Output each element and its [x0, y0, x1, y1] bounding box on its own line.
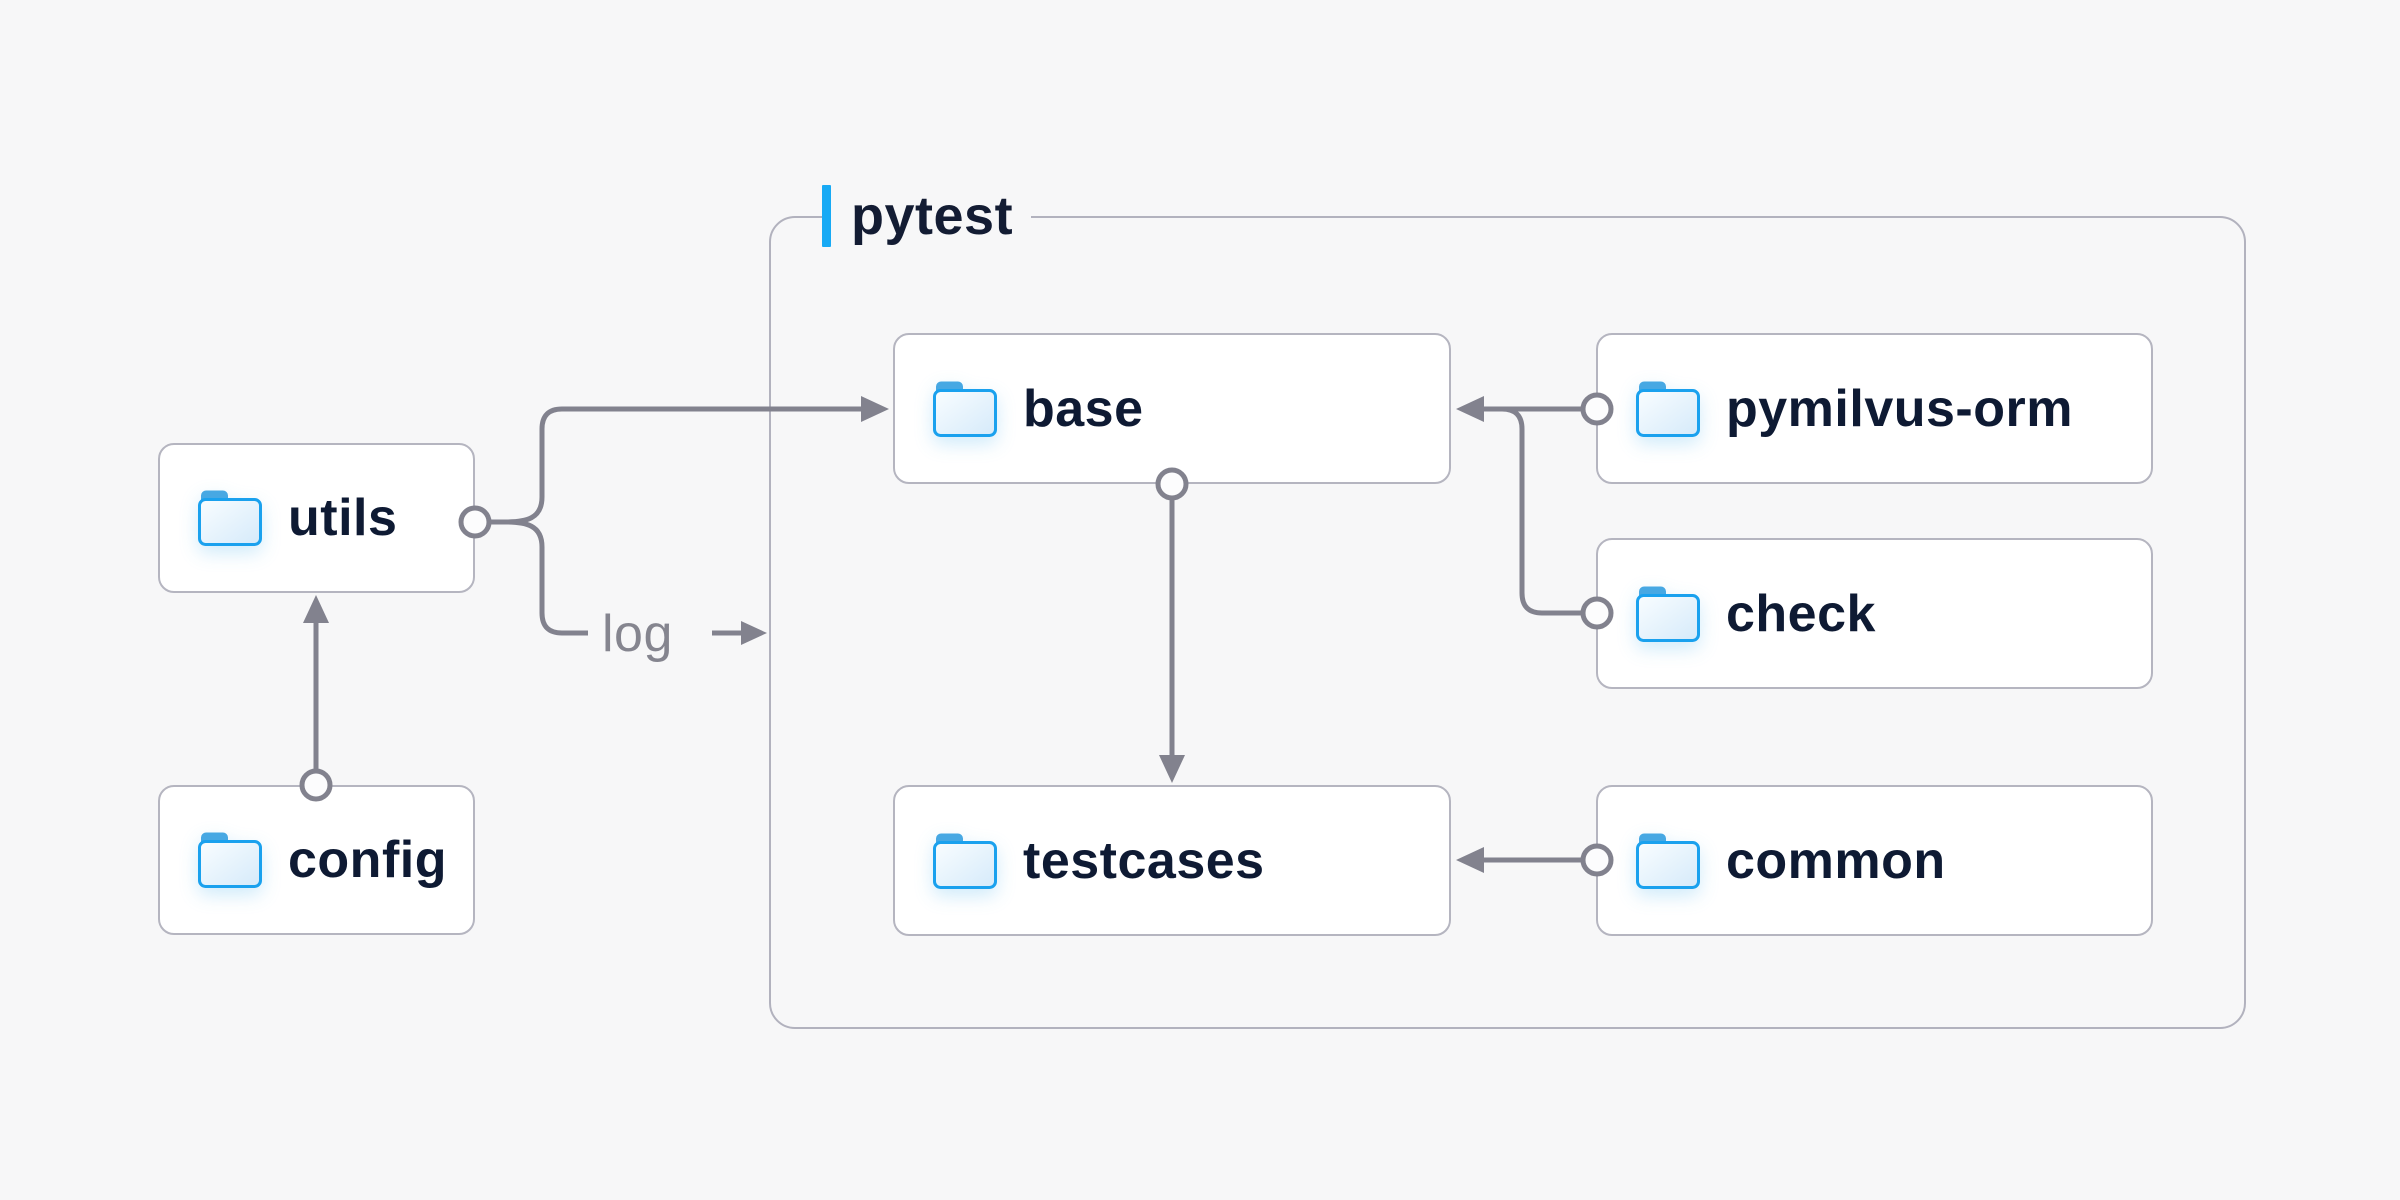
node-base: base	[893, 333, 1451, 484]
pytest-container-label: pytest	[822, 183, 1032, 249]
node-label: pymilvus-orm	[1726, 379, 2073, 438]
edge-config-to-utils	[299, 595, 333, 802]
folder-icon	[933, 832, 997, 890]
folder-icon	[198, 831, 262, 889]
log-arrow-icon	[712, 621, 767, 645]
folder-icon	[1636, 380, 1700, 438]
folder-icon	[1636, 832, 1700, 890]
node-label: config	[288, 831, 447, 889]
node-utils: utils	[158, 443, 475, 593]
folder-icon	[198, 489, 262, 547]
folder-icon	[1636, 585, 1700, 643]
node-check: check	[1596, 538, 2153, 689]
node-label: common	[1726, 831, 1946, 890]
edge-utils-to-log	[504, 519, 588, 636]
node-pymilvus-orm: pymilvus-orm	[1596, 333, 2153, 484]
node-config: config	[158, 785, 475, 935]
node-label: base	[1023, 379, 1144, 438]
node-common: common	[1596, 785, 2153, 936]
node-label: testcases	[1023, 831, 1265, 890]
node-testcases: testcases	[893, 785, 1451, 936]
accent-bar-icon	[822, 185, 831, 247]
edge-label-log: log	[602, 605, 673, 663]
node-label: utils	[288, 489, 398, 547]
node-label: check	[1726, 584, 1876, 643]
pytest-container-title: pytest	[851, 186, 1014, 246]
folder-icon	[933, 380, 997, 438]
pytest-container	[769, 216, 2246, 1029]
